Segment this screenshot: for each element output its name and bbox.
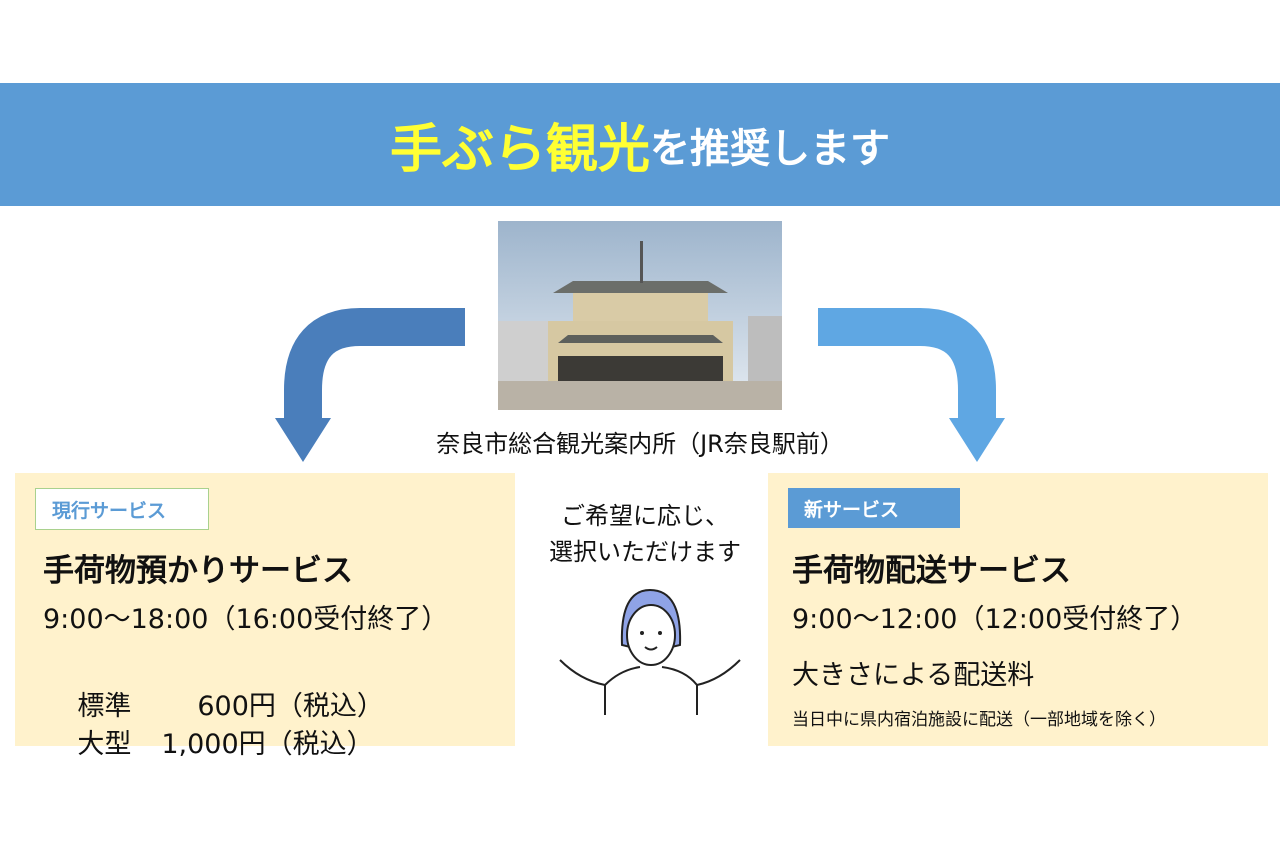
- choice-line-2: 選択いただけます: [549, 538, 741, 566]
- station-photo: [498, 221, 782, 410]
- new-service-note: 当日中に県内宿泊施設に配送（一部地域を除く）: [792, 710, 1166, 730]
- title-rest: を推奨します: [650, 125, 890, 172]
- current-service-panel: 現行サービス 手荷物預かりサービス 9:00～18:00（16:00受付終了） …: [15, 473, 515, 760]
- left-arrow-icon: [275, 308, 465, 462]
- price-value: 600円（税込）: [197, 691, 384, 722]
- title-highlight: 手ぶら観光: [389, 120, 650, 180]
- price-size: 大型: [77, 729, 132, 760]
- title-banner: 手ぶら観光 を推奨します: [0, 83, 1280, 206]
- new-service-tag: 新サービス: [788, 488, 960, 528]
- person-illustration-icon: [559, 588, 741, 715]
- new-service-hours: 9:00～12:00（12:00受付終了）: [792, 604, 1198, 635]
- new-service-fee: 大きさによる配送料: [792, 660, 1035, 691]
- choice-line-1: ご希望に応じ、: [561, 502, 729, 530]
- current-service-tag: 現行サービス: [35, 488, 209, 530]
- photo-caption: 奈良市総合観光案内所（JR奈良駅前）: [436, 430, 844, 458]
- new-service-name: 手荷物配送サービス: [792, 553, 1071, 589]
- new-service-panel: 新サービス 手荷物配送サービス 9:00～12:00（12:00受付終了） 大き…: [768, 473, 1268, 746]
- price-row-standard: 標準 600円（税込）: [43, 653, 384, 754]
- choice-message: ご希望に応じ、 選択いただけます: [520, 498, 770, 570]
- current-service-hours: 9:00～18:00（16:00受付終了）: [43, 604, 449, 635]
- price-size: 標準: [77, 691, 132, 722]
- price-value: 1,000円（税込）: [161, 729, 374, 760]
- price-row-large: 大型 1,000円（税込）: [43, 691, 374, 792]
- current-service-name: 手荷物預かりサービス: [43, 553, 353, 589]
- right-arrow-icon: [818, 308, 1005, 462]
